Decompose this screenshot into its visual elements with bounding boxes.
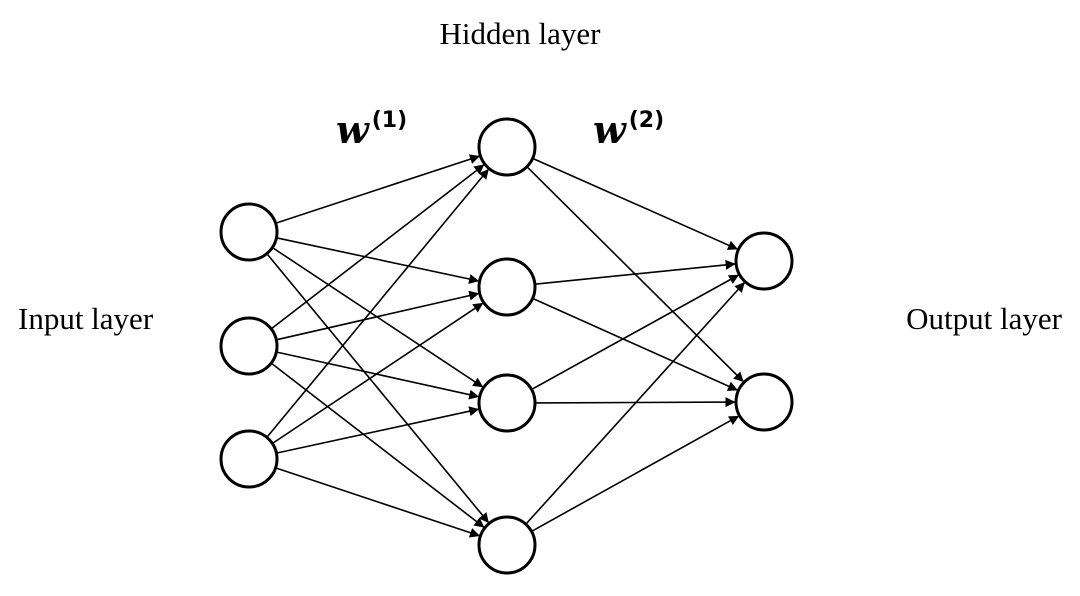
edge-input-1-to-hidden-1: [275, 154, 480, 224]
weight-symbol-w1: w: [336, 107, 370, 152]
edge-input-2-to-hidden-2: [276, 290, 480, 341]
hidden-node-1: [477, 117, 537, 177]
network-nodes: [219, 117, 794, 575]
output-node-1: [734, 231, 794, 291]
weight-superscript-w2: (2): [629, 108, 664, 133]
edge-input-1-to-hidden-4: [266, 253, 490, 524]
hidden-node-3: [477, 373, 537, 433]
weight-symbol-w2: w: [593, 107, 627, 152]
edge-hidden-3-to-output-1: [531, 274, 740, 391]
edge-input-2-to-hidden-1: [270, 164, 485, 330]
edge-hidden-4-to-output-2: [531, 415, 740, 533]
edge-hidden-2-to-output-1: [534, 259, 736, 285]
input-node-2: [219, 316, 279, 376]
weight-superscript-w1: (1): [372, 108, 407, 133]
edge-input-2-to-hidden-3: [276, 351, 480, 400]
edge-hidden-4-to-output-1: [525, 281, 746, 525]
input-node-1: [219, 202, 279, 262]
edge-hidden-1-to-output-1: [532, 157, 738, 250]
weight-label-w2: w(2): [593, 107, 664, 152]
hidden-node-4: [477, 515, 537, 575]
output-node-2: [734, 372, 794, 432]
weight-label-w1: w(1): [336, 107, 407, 152]
edge-input-1-to-hidden-2: [276, 237, 480, 284]
hidden-to-output-connections: [525, 157, 746, 533]
hidden-layer-label: Hidden layer: [440, 16, 602, 51]
hidden-node-2: [477, 257, 537, 317]
edge-input-3-to-hidden-1: [266, 168, 490, 438]
input-node-3: [219, 429, 279, 489]
edge-input-3-to-hidden-4: [275, 467, 480, 538]
input-to-hidden-connections: [266, 154, 490, 538]
input-layer-label: Input layer: [18, 301, 154, 336]
output-layer-label: Output layer: [906, 301, 1062, 336]
edge-hidden-2-to-output-2: [532, 297, 738, 391]
edge-input-3-to-hidden-3: [276, 406, 480, 454]
edge-input-2-to-hidden-4: [270, 362, 485, 528]
edge-input-3-to-hidden-2: [271, 302, 484, 445]
